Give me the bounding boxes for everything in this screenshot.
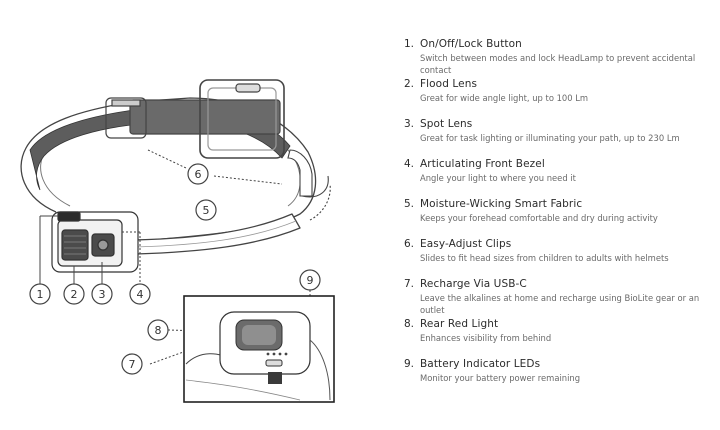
power-button-graphic	[57, 211, 81, 222]
callout-label-2: 2	[71, 288, 78, 301]
feature-title: Spot Lens	[420, 118, 473, 130]
feature-description: Enhances visibility from behind	[420, 333, 552, 343]
usb-c-port	[265, 359, 283, 367]
feature-item-easy-adjust-clips: 6. Easy-Adjust Clips Slides to fit head s…	[404, 238, 716, 278]
feature-item-front-bezel: 4. Articulating Front Bezel Angle your li…	[404, 158, 716, 198]
callout-label-9: 9	[307, 274, 314, 287]
feature-number: 6.	[404, 238, 415, 250]
feature-item-rear-red-light: 8. Rear Red Light Enhances visibility fro…	[404, 318, 716, 358]
feature-title: Moisture-Wicking Smart Fabric	[420, 198, 583, 210]
feature-title: On/Off/Lock Button	[420, 38, 522, 50]
feature-number: 1.	[404, 38, 415, 50]
callout-label-4: 4	[137, 288, 144, 301]
headlamp-illustration: 1 2 3 4 5 6 7 8 9	[20, 79, 335, 403]
adjust-clip-left	[105, 97, 147, 139]
feature-title: Easy-Adjust Clips	[420, 238, 512, 250]
feature-description: Monitor your battery power remaining	[420, 373, 581, 383]
feature-number: 2.	[404, 78, 415, 90]
feature-item-battery-indicator: 9. Battery Indicator LEDs Monitor your ba…	[404, 358, 716, 398]
callout-3	[91, 283, 113, 305]
side-clip-right	[287, 149, 313, 197]
feature-item-on-off-lock-button: 1. On/Off/Lock Button Switch between mode…	[404, 38, 716, 78]
headlamp-diagram: 1 2 3 4 5 6 7 8 9	[20, 79, 335, 403]
callout-1	[29, 283, 51, 305]
flood-lens-graphic	[61, 229, 89, 261]
feature-description: Great for task lighting or illuminating …	[420, 133, 680, 143]
front-band	[135, 213, 301, 255]
feature-title: Rear Red Light	[420, 318, 499, 330]
feature-description: Great for wide angle light, up to 100 Lm	[420, 93, 589, 103]
callout-label-5: 5	[203, 204, 210, 217]
callout-9	[299, 269, 321, 291]
rear-strap	[129, 99, 281, 135]
callout-label-6: 6	[195, 168, 202, 181]
callout-label-8: 8	[155, 324, 162, 337]
callout-5	[195, 199, 217, 221]
rear-light-button	[235, 83, 261, 93]
feature-title: Recharge Via USB-C	[420, 278, 527, 290]
callout-8	[147, 319, 169, 341]
feature-description: Angle your light to where you need it	[420, 173, 576, 183]
callout-label-1: 1	[37, 288, 44, 301]
feature-item-spot-lens: 3. Spot Lens Great for task lighting or i…	[404, 118, 716, 158]
feature-title: Articulating Front Bezel	[420, 158, 545, 170]
feature-list: 1. On/Off/Lock Button Switch between mode…	[404, 38, 716, 398]
callout-6	[187, 163, 209, 185]
callout-label-3: 3	[99, 288, 106, 301]
feature-title: Flood Lens	[420, 78, 478, 90]
feature-item-flood-lens: 2. Flood Lens Great for wide angle light,…	[404, 78, 716, 118]
feature-description: Switch between modes and lock HeadLamp t…	[420, 53, 696, 75]
feature-item-smart-fabric: 5. Moisture-Wicking Smart Fabric Keeps yo…	[404, 198, 716, 238]
rear-light-housing	[199, 79, 285, 159]
battery-leds	[266, 352, 288, 356]
usb-c-cable	[268, 372, 282, 384]
feature-number: 9.	[404, 358, 415, 370]
feature-number: 7.	[404, 278, 415, 290]
feature-number: 5.	[404, 198, 415, 210]
callout-label-7: 7	[129, 358, 136, 371]
feature-description: Leave the alkalines at home and recharge…	[420, 293, 700, 315]
feature-number: 4.	[404, 158, 415, 170]
feature-description: Keeps your forehead comfortable and dry …	[420, 213, 658, 223]
callout-7	[121, 353, 143, 375]
feature-number: 8.	[404, 318, 415, 330]
feature-description: Slides to fit head sizes from children t…	[420, 253, 669, 263]
feature-item-usb-c-recharge: 7. Recharge Via USB-C Leave the alkalines…	[404, 278, 716, 318]
callout-4	[129, 283, 151, 305]
feature-title: Battery Indicator LEDs	[420, 358, 541, 370]
feature-number: 3.	[404, 118, 415, 130]
callout-2	[63, 283, 85, 305]
